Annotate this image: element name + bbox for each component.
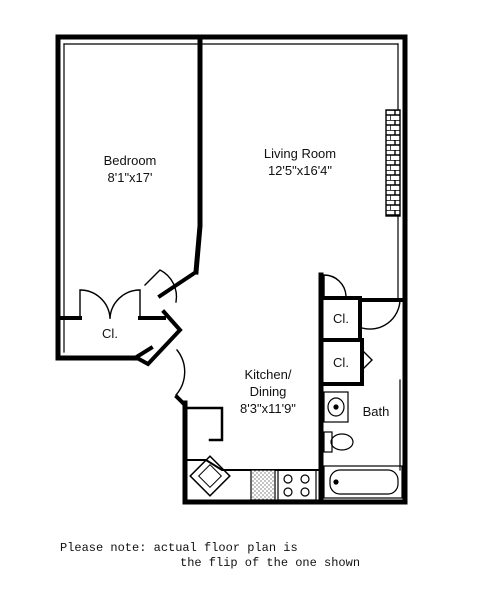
closet-door-swing bbox=[323, 274, 347, 297]
kitchen-counter bbox=[186, 406, 224, 442]
bedroom-door-swing bbox=[144, 269, 178, 303]
sink-bowl bbox=[327, 397, 345, 417]
bathtub-inner bbox=[329, 469, 399, 495]
bath-fixtures bbox=[323, 391, 403, 499]
bedroom-label: Bedroom 8'1"x17' bbox=[92, 152, 168, 186]
entry-door-swing bbox=[175, 349, 186, 396]
exterior-walls bbox=[55, 34, 408, 505]
closet-upper-name: Cl. bbox=[333, 311, 349, 326]
kitchen-label: Kitchen/ Dining 8'3"x11'9" bbox=[226, 366, 310, 417]
closet-upper-label: Cl. bbox=[324, 310, 358, 327]
bath-name: Bath bbox=[362, 404, 390, 419]
kitchen-name: Kitchen/ bbox=[244, 367, 292, 382]
kitchen-dims: 8'3"x11'9" bbox=[240, 401, 296, 416]
closet-bedroom-label: Cl. bbox=[94, 325, 126, 342]
toilet-tank bbox=[323, 431, 333, 453]
living-room-name: Living Room bbox=[263, 146, 337, 161]
closet-lower-name: Cl. bbox=[333, 355, 349, 370]
bedroom-closet-doors bbox=[79, 289, 141, 319]
entry-wall-lower bbox=[174, 394, 188, 408]
kitchen-sink-inner bbox=[197, 463, 223, 489]
bedroom-living-wall bbox=[193, 37, 203, 275]
bedroom-closet-front bbox=[132, 345, 154, 361]
bathtub bbox=[323, 465, 403, 499]
floor-plan-note-line1: Please note: actual floor plan is bbox=[60, 541, 298, 555]
bedroom-dims: 8'1"x17' bbox=[107, 170, 153, 185]
bath-label: Bath bbox=[354, 403, 398, 420]
stove bbox=[277, 469, 317, 501]
living-room-dims: 12'5"x16'4" bbox=[267, 163, 333, 178]
entry-wall-upper bbox=[157, 269, 199, 299]
vanity bbox=[323, 391, 349, 423]
bedroom-closet-diagonal bbox=[134, 309, 183, 367]
toilet-bowl bbox=[330, 433, 354, 451]
brick-wall bbox=[385, 109, 401, 217]
bath-door-swing bbox=[361, 299, 401, 330]
kitchen-name-2: Dining bbox=[249, 384, 287, 399]
bedroom-name: Bedroom bbox=[103, 153, 157, 168]
closet-door-triangle bbox=[361, 349, 373, 371]
floor-plan-note-line2: the flip of the one shown bbox=[180, 556, 361, 570]
kitchen-sink bbox=[189, 455, 231, 497]
kitchen-counter-lower bbox=[187, 459, 321, 471]
living-room-label: Living Room 12'5"x16'4" bbox=[248, 145, 352, 179]
closet-bedroom-name: Cl. bbox=[102, 326, 118, 341]
kitchen-counter-speckle bbox=[250, 469, 276, 501]
closet-lower-label: Cl. bbox=[324, 354, 358, 371]
